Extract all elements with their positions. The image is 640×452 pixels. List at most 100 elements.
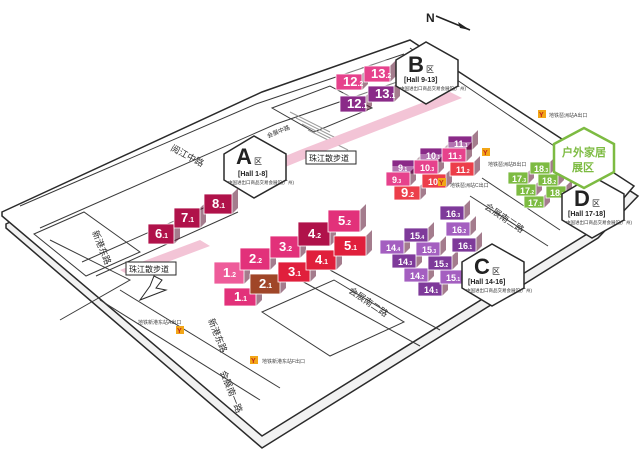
hall-10-3[interactable]: 10.3 <box>413 154 444 175</box>
outdoor-furniture-badge[interactable]: 户外家居 展区 <box>552 126 616 190</box>
metro-exit-c-pazhou[interactable]: Y 地铁琶洲站C出口 <box>438 178 489 189</box>
hall-label: 3.2 <box>279 239 292 254</box>
hall-face <box>403 227 429 243</box>
hall-label: 11.1 <box>454 139 468 149</box>
north-arrow-icon <box>458 22 470 30</box>
entry-arrow-icon <box>138 275 168 302</box>
hall-17-3[interactable]: 17.3 <box>507 166 534 185</box>
walkway-label-lower[interactable]: 珠江散步道 <box>125 261 177 276</box>
hall-face <box>277 261 311 283</box>
hall-9-3[interactable]: 9.3 <box>385 166 416 187</box>
hall-7-1[interactable]: 7.1 <box>173 202 206 229</box>
hall-14-4[interactable]: 14.4 <box>379 234 410 255</box>
walkway-label-upper[interactable]: 珠江散步道 <box>305 150 357 165</box>
hall-12-1[interactable]: 12.1 <box>339 90 372 113</box>
hall-face <box>213 261 245 285</box>
zone-c-suffix: 区 <box>492 267 500 276</box>
metro-exit-a-pazhou[interactable]: Y 地铁琶洲站A出口 <box>538 110 587 119</box>
hall-label: 5.2 <box>338 213 351 228</box>
metro-exit-f-xingang[interactable]: Y 地铁新港东站F出口 <box>250 356 305 365</box>
hall-roof-edge <box>530 156 556 162</box>
metro-exit-b-pazhou[interactable]: Y 地铁琶洲站B出口 <box>482 148 526 168</box>
outdoor-badge-line1: 户外家居 <box>562 145 606 159</box>
hall-label: 2.2 <box>249 251 262 266</box>
hall-face <box>239 247 271 271</box>
hall-label: 1.1 <box>234 289 247 304</box>
hall-face <box>269 235 301 259</box>
hall-4-2[interactable]: 4.2 <box>297 216 336 247</box>
hall-roof-edge <box>336 68 368 74</box>
hall-label: 13.1 <box>375 86 395 101</box>
hall-label: 16.2 <box>452 225 466 235</box>
hall-face <box>507 171 529 185</box>
hall-face <box>445 221 471 237</box>
zone-badge-a[interactable]: A 区 [Hall 1-8] 中国进出口商品交易会展馆(广州) <box>223 135 294 199</box>
metro-y-icon: Y <box>539 112 544 119</box>
hall-11-3[interactable]: 11.3 <box>441 142 472 163</box>
hall-5-2[interactable]: 5.2 <box>327 204 366 233</box>
hall-16-3[interactable]: 16.3 <box>439 200 470 221</box>
compass-letter: N <box>426 11 435 25</box>
hall-label: 10.3 <box>420 163 434 173</box>
hall-roof-edge <box>404 222 434 228</box>
hall-14-3[interactable]: 14.3 <box>391 248 422 269</box>
zone-a-suffix: 区 <box>254 157 262 166</box>
hall-label: 18.2 <box>542 176 556 186</box>
hall-label: 9.2 <box>401 185 414 200</box>
hall-roof-edge <box>340 90 372 96</box>
hall-15-4[interactable]: 15.4 <box>403 222 434 243</box>
parcel-north-b <box>270 85 374 133</box>
hall-face <box>413 159 439 175</box>
zone-badge-b[interactable]: B 区 [Hall 9-13] 中国进出口商品交易会展馆(广州) <box>395 41 466 105</box>
hall-label: 5.1 <box>344 238 357 253</box>
hall-3-1[interactable]: 3.1 <box>277 256 316 283</box>
hall-roof-edge <box>508 166 534 172</box>
hall-3-2[interactable]: 3.2 <box>269 230 306 259</box>
hall-face <box>335 73 363 91</box>
hall-label: 3.1 <box>288 264 301 279</box>
hall-roof-edge <box>442 142 472 148</box>
hall-face <box>173 207 201 229</box>
metro-exit-label: 地铁琶洲站B出口 <box>488 161 526 168</box>
hall-13-1[interactable]: 13.1 <box>367 80 400 103</box>
hall-18-3[interactable]: 18.3 <box>529 156 556 175</box>
hall-face <box>305 249 337 271</box>
hall-label: 1.2 <box>223 265 236 280</box>
hall-roof-edge <box>270 230 306 236</box>
zone-badge-c[interactable]: C 区 [Hall 14-16] 中国进出口商品交易会展馆(广州) <box>461 243 532 307</box>
hall-roof-edge <box>380 234 410 240</box>
hall-13-2[interactable]: 13.2 <box>363 60 396 83</box>
hall-roof-edge <box>240 242 276 248</box>
metro-y-icon: Y <box>439 180 444 187</box>
zone-c-letter: C <box>474 254 490 279</box>
hall-label: 14.2 <box>410 271 424 281</box>
hall-label: 16.3 <box>446 209 460 219</box>
hall-roof-edge <box>298 216 336 222</box>
zone-badge-d[interactable]: D 区 [Hall 17-18] 中国进出口商品交易会展馆(广州) <box>561 175 632 239</box>
hall-2-2[interactable]: 2.2 <box>239 242 276 271</box>
hall-5-1[interactable]: 5.1 <box>333 230 372 257</box>
hall-face <box>529 161 551 175</box>
hall-label: 17.1 <box>528 198 542 208</box>
zone-b-halls: [Hall 9-13] <box>404 77 437 84</box>
hall-label: 16.1 <box>458 241 472 251</box>
hall-label: 12.1 <box>347 96 367 111</box>
zone-d-halls: [Hall 17-18] <box>568 211 605 218</box>
hall-6-1[interactable]: 6.1 <box>147 218 180 245</box>
hall-12-2[interactable]: 12.2 <box>335 68 368 91</box>
hall-label: 10.1 <box>426 151 440 161</box>
metro-y-icon: Y <box>177 328 182 335</box>
hall-roof-edge <box>440 200 470 206</box>
hall-roof-edge <box>392 154 422 160</box>
hall-face <box>451 237 477 253</box>
hall-label: 17.2 <box>520 186 534 196</box>
hall-face <box>385 171 411 187</box>
hall-roof-edge <box>148 218 180 224</box>
hall-label: 8.1 <box>212 196 225 211</box>
hall-8-1[interactable]: 8.1 <box>203 188 238 215</box>
halls-layer: 6.17.18.11.11.22.12.23.13.24.14.25.15.29… <box>147 60 572 307</box>
zone-d-letter: D <box>574 186 590 211</box>
metro-exit-a-xingang[interactable]: Y 地铁新港东站A出口 <box>138 319 184 335</box>
hall-4-1[interactable]: 4.1 <box>305 244 342 271</box>
